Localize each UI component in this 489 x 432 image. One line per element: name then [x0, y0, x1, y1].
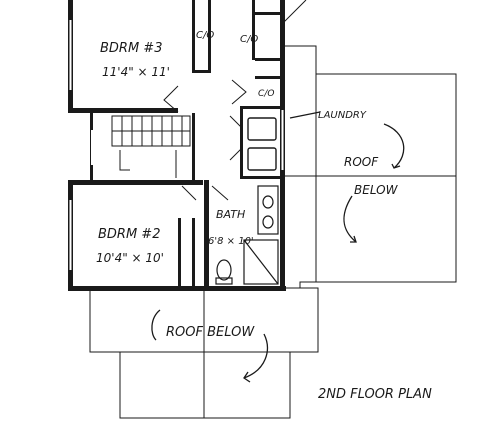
roof-right-word2: BELOW	[354, 183, 399, 197]
toilet-icon	[215, 259, 233, 285]
bdrm2-size: 10'4" × 10'	[96, 251, 164, 265]
door-swings	[163, 79, 247, 201]
windows	[69, 20, 284, 270]
bdrm3-size: 11'4" × 11'	[102, 65, 170, 79]
sink-icon	[257, 185, 279, 235]
arrow-icon	[151, 111, 405, 383]
stair-icon	[111, 115, 191, 178]
closet-b-label: C/O	[240, 34, 258, 45]
roof-right-word1: ROOF	[344, 155, 379, 169]
bath-size: 6'8 × 10'	[208, 236, 254, 247]
roof-right-outline	[284, 45, 457, 288]
roof-bottom-label: ROOF BELOW	[166, 325, 255, 340]
roof-bottom-outline	[89, 287, 319, 419]
closet-c-label: C/O	[258, 89, 274, 99]
washer-icon	[247, 117, 277, 141]
bdrm2-name: BDRM #2	[98, 227, 160, 242]
closet-a-label: C/O	[196, 30, 214, 41]
dryer-icon	[247, 147, 277, 171]
bath-name: BATH	[216, 208, 245, 221]
plan-title: 2ND FLOOR PLAN	[318, 387, 432, 402]
roof-diagonal	[283, 0, 307, 23]
shower-icon	[243, 239, 279, 285]
bdrm3-name: BDRM #3	[100, 41, 162, 56]
laundry-label: LAUNDRY	[318, 110, 367, 121]
